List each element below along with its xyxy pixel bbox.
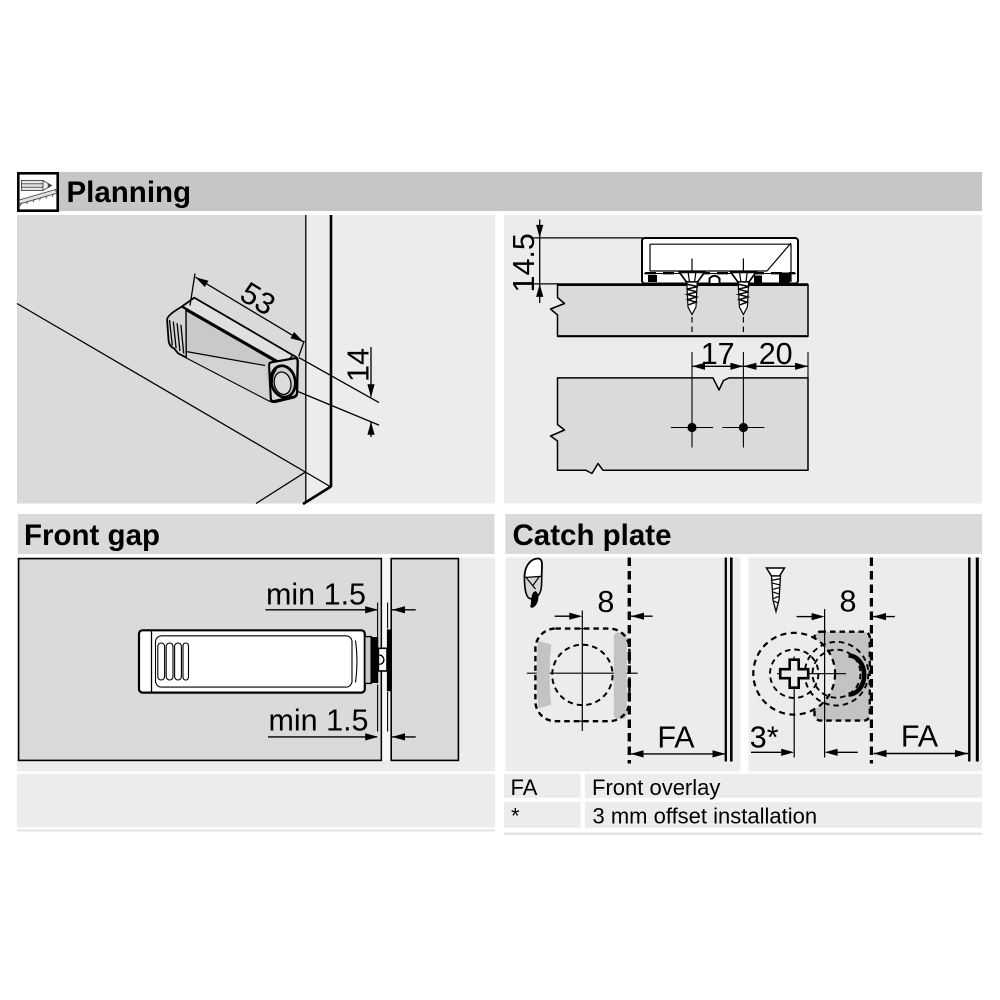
svg-text:min 1.5: min 1.5	[266, 578, 366, 612]
svg-text:FA: FA	[901, 720, 939, 754]
svg-text:FA: FA	[511, 775, 538, 800]
svg-text:Front overlay: Front overlay	[592, 775, 720, 800]
svg-text:20: 20	[759, 337, 793, 371]
svg-text:Front gap: Front gap	[24, 519, 160, 552]
svg-text:Planning: Planning	[67, 176, 192, 209]
svg-text:8: 8	[597, 585, 614, 619]
svg-text:3*: 3*	[750, 721, 779, 755]
svg-text:17: 17	[701, 337, 735, 371]
svg-text:FA: FA	[657, 721, 695, 755]
svg-text:3 mm offset installation: 3 mm offset installation	[593, 804, 818, 829]
svg-text:Catch plate: Catch plate	[513, 519, 672, 552]
svg-text:min 1.5: min 1.5	[269, 704, 369, 738]
svg-text:14.5: 14.5	[507, 233, 541, 292]
svg-text:14: 14	[342, 348, 376, 382]
svg-text:8: 8	[840, 585, 857, 619]
svg-text:*: *	[511, 804, 520, 829]
